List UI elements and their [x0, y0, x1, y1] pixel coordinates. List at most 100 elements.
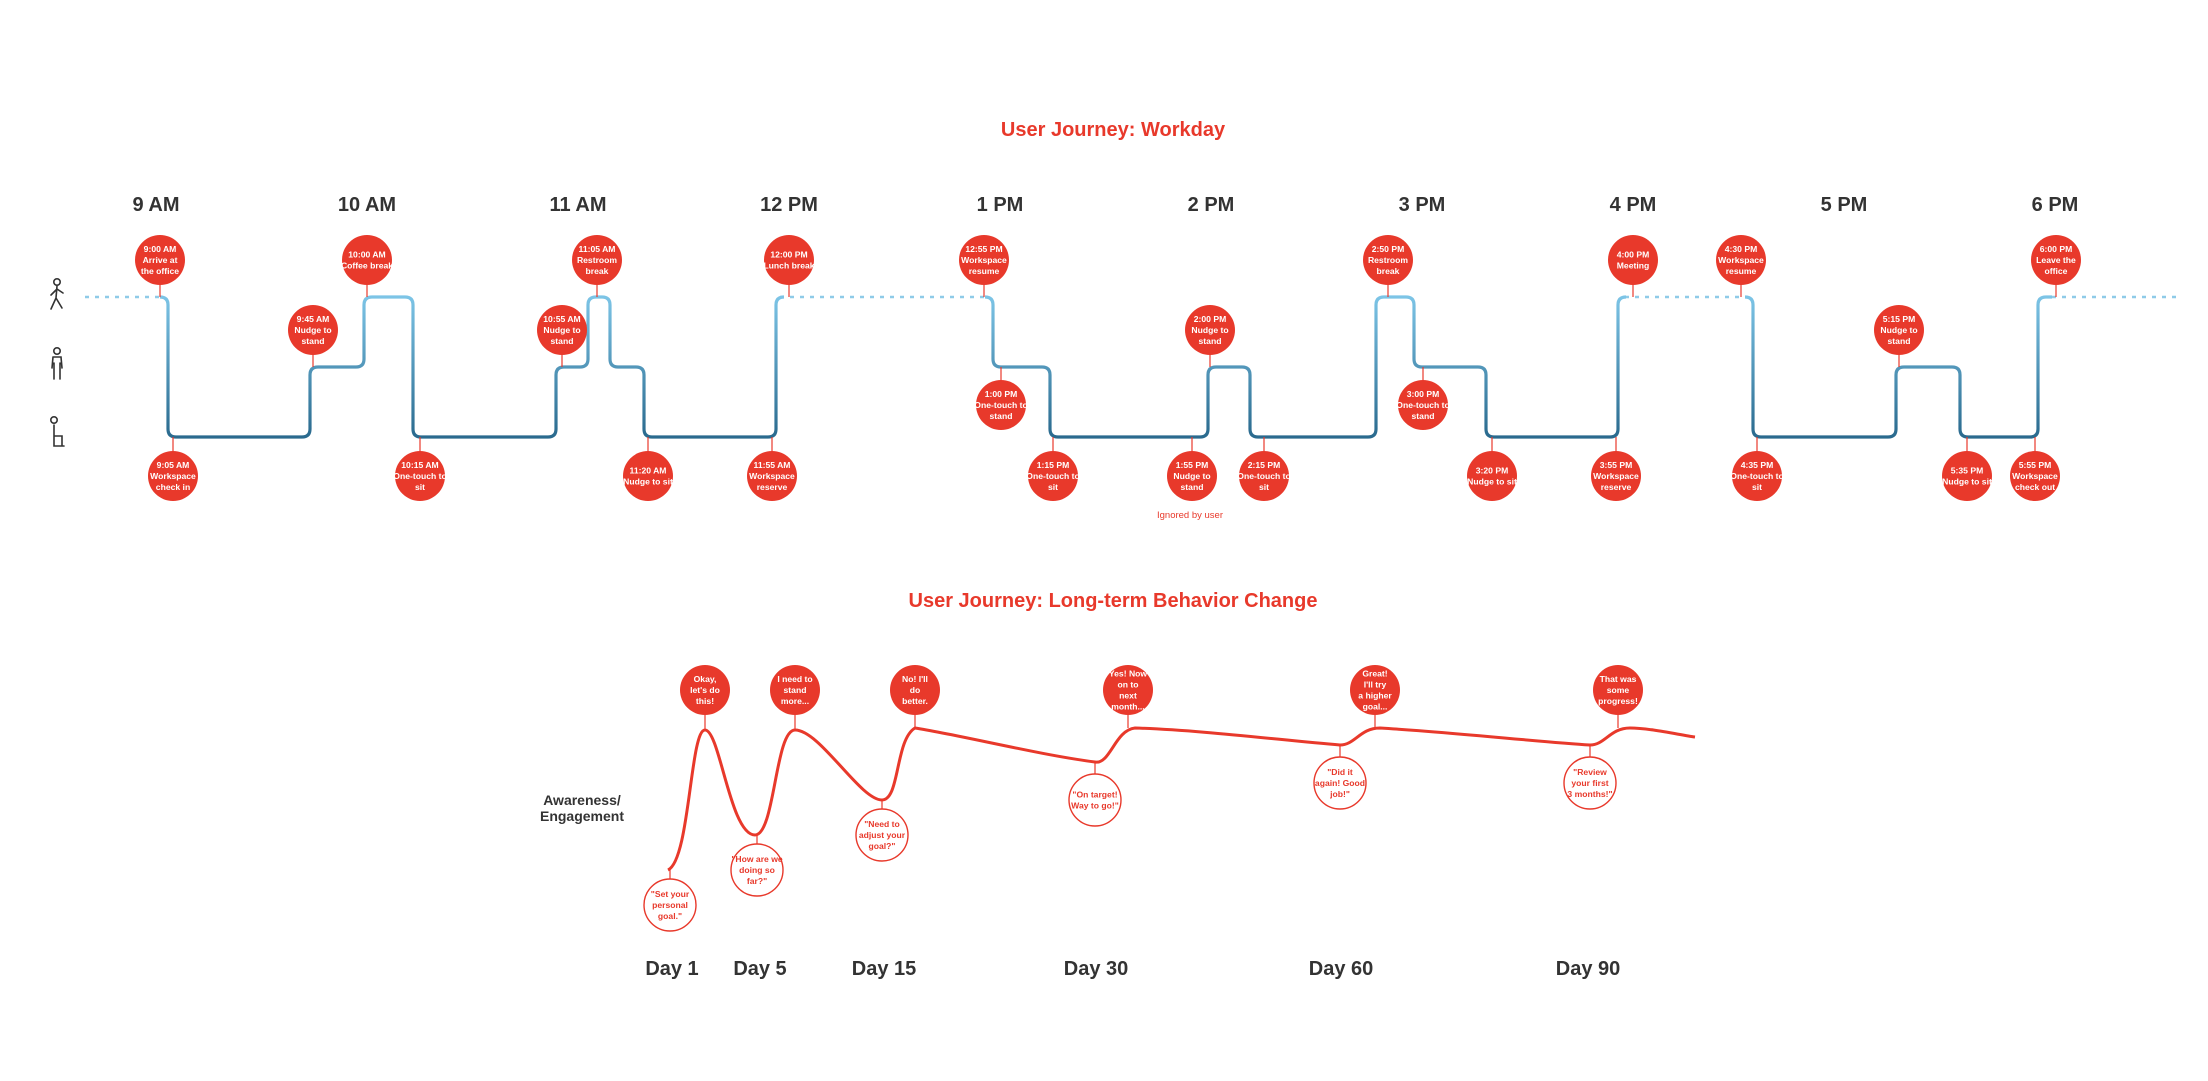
- event-text-line: One-touch to: [1396, 400, 1449, 410]
- thought-text-line: Yes! Now: [1109, 669, 1148, 679]
- day-label: Day 15: [852, 958, 917, 980]
- event-circle: [1732, 451, 1782, 501]
- thought-text-line: next: [1119, 691, 1137, 701]
- thought-circle: [680, 665, 730, 715]
- hour-label: 10 AM: [338, 194, 396, 216]
- event-text-line: Workspace: [2012, 471, 2058, 481]
- posture-step-line: [159, 295, 2052, 439]
- y-axis-label-line1: Awareness/: [543, 792, 621, 808]
- message-text-line: goal?": [869, 841, 896, 851]
- message-circle: [643, 878, 697, 932]
- event-text-line: 9:45 AM: [297, 314, 330, 324]
- event-text-line: 3:20 PM: [1476, 466, 1508, 476]
- thought-text-line: Great!: [1362, 669, 1387, 679]
- thought-circle: [770, 665, 820, 715]
- event-circle: [2010, 451, 2060, 501]
- event-text-line: 5:35 PM: [1951, 466, 1983, 476]
- event-text-line: 4:35 PM: [1741, 460, 1773, 470]
- event-circle: [148, 451, 198, 501]
- thought-text-line: this!: [696, 696, 714, 706]
- event-text-line: the office: [141, 266, 179, 276]
- event-text-line: 2:00 PM: [1194, 314, 1226, 324]
- event-text-line: sit: [415, 482, 425, 492]
- event-circle: [623, 451, 673, 501]
- event-text-line: Arrive at: [143, 255, 178, 265]
- hour-label: 9 AM: [132, 194, 179, 216]
- thought-text-line: stand: [784, 685, 807, 695]
- message-text-line: 3 months!": [1567, 789, 1612, 799]
- event-text-line: check out: [2015, 482, 2055, 492]
- event-text-line: 10:15 AM: [401, 460, 438, 470]
- event-text-line: Restroom: [1368, 255, 1408, 265]
- event-text-line: Nudge to: [1880, 325, 1917, 335]
- event-text-line: 11:05 AM: [579, 244, 616, 254]
- event-text-line: 10:55 AM: [543, 314, 580, 324]
- event-text-line: Nudge to sit: [623, 477, 673, 487]
- event-text-line: stand: [302, 336, 325, 346]
- event-text-line: 1:15 PM: [1037, 460, 1069, 470]
- event-circle: [1398, 380, 1448, 430]
- event-text-line: One-touch to: [1730, 471, 1783, 481]
- day-label: Day 60: [1309, 958, 1374, 980]
- day-label: Day 1: [645, 958, 698, 980]
- thought-text-line: month...: [1111, 702, 1144, 712]
- event-circle: [537, 305, 587, 355]
- thought-circle: [1350, 665, 1400, 715]
- event-circle: [572, 235, 622, 285]
- event-text-line: 12:00 PM: [770, 250, 807, 260]
- event-text-line: sit: [1259, 482, 1269, 492]
- event-circle: [135, 235, 185, 285]
- thought-text-line: on to: [1118, 680, 1139, 690]
- thought-text-line: do: [910, 685, 921, 695]
- message-text-line: far?": [747, 876, 767, 886]
- event-circle: [1239, 451, 1289, 501]
- event-text-line: One-touch to: [1026, 471, 1079, 481]
- event-text-line: 3:55 PM: [1600, 460, 1632, 470]
- event-text-line: break: [1377, 266, 1400, 276]
- event-text-line: Workspace: [961, 255, 1007, 265]
- event-text-line: 9:05 AM: [157, 460, 190, 470]
- message-circle: [855, 808, 909, 862]
- engagement-curve: [667, 726, 1696, 872]
- event-circle: [1942, 451, 1992, 501]
- workday-title: User Journey: Workday: [1001, 119, 1226, 141]
- event-text-line: reserve: [1601, 482, 1632, 492]
- event-text-line: 6:00 PM: [2040, 244, 2072, 254]
- event-text-line: Leave the: [2036, 255, 2076, 265]
- event-circle: [1874, 305, 1924, 355]
- thought-text-line: some: [1607, 685, 1630, 695]
- message-text-line: "Did it: [1327, 767, 1353, 777]
- event-circle: [395, 451, 445, 501]
- event-circle: [1185, 305, 1235, 355]
- message-text-line: Way to go!": [1071, 801, 1119, 811]
- hour-label: 11 AM: [549, 194, 606, 216]
- event-text-line: Lunch break: [763, 261, 814, 271]
- event-text-line: stand: [1888, 336, 1911, 346]
- event-circle: [959, 235, 1009, 285]
